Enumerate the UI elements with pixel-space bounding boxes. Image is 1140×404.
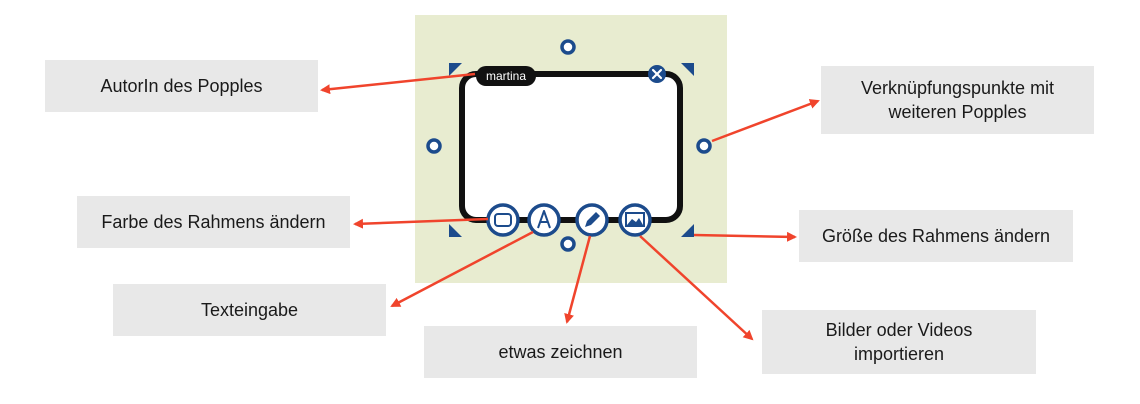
text-icon[interactable] [527, 203, 561, 237]
label-resize: Größe des Rahmens ändern [799, 210, 1073, 262]
frame-color-icon[interactable] [486, 203, 520, 237]
label-text-input: Texteingabe [113, 284, 386, 336]
pencil-icon[interactable] [575, 203, 609, 237]
arrow-import [639, 235, 754, 341]
label-import: Bilder oder Videos importieren [762, 310, 1036, 374]
label-author: AutorIn des Popples [45, 60, 318, 112]
arrow-connection-points [711, 99, 820, 143]
connection-point-top[interactable] [560, 39, 576, 55]
label-connection-points: Verknüpfungspunkte mit weiteren Popples [821, 66, 1094, 134]
popple-frame[interactable] [459, 71, 683, 223]
author-name-tag: martina [476, 66, 536, 86]
image-icon[interactable] [618, 203, 652, 237]
arrow-author [320, 72, 476, 95]
resize-handle-top-left[interactable] [449, 63, 462, 76]
label-draw: etwas zeichnen [424, 326, 697, 378]
close-icon[interactable] [648, 65, 666, 83]
arrow-draw [564, 235, 592, 324]
resize-handle-top-right[interactable] [681, 63, 694, 76]
arrow-frame-color [353, 217, 489, 229]
resize-handle-bottom-left[interactable] [449, 224, 462, 237]
arrow-resize [693, 231, 797, 242]
resize-handle-bottom-right[interactable] [681, 224, 694, 237]
connection-point-right[interactable] [696, 138, 712, 154]
connection-point-left[interactable] [426, 138, 442, 154]
arrow-text-input [390, 230, 534, 308]
author-name-text: martina [485, 69, 526, 83]
label-frame-color: Farbe des Rahmens ändern [77, 196, 350, 248]
connection-point-bottom[interactable] [560, 236, 576, 252]
